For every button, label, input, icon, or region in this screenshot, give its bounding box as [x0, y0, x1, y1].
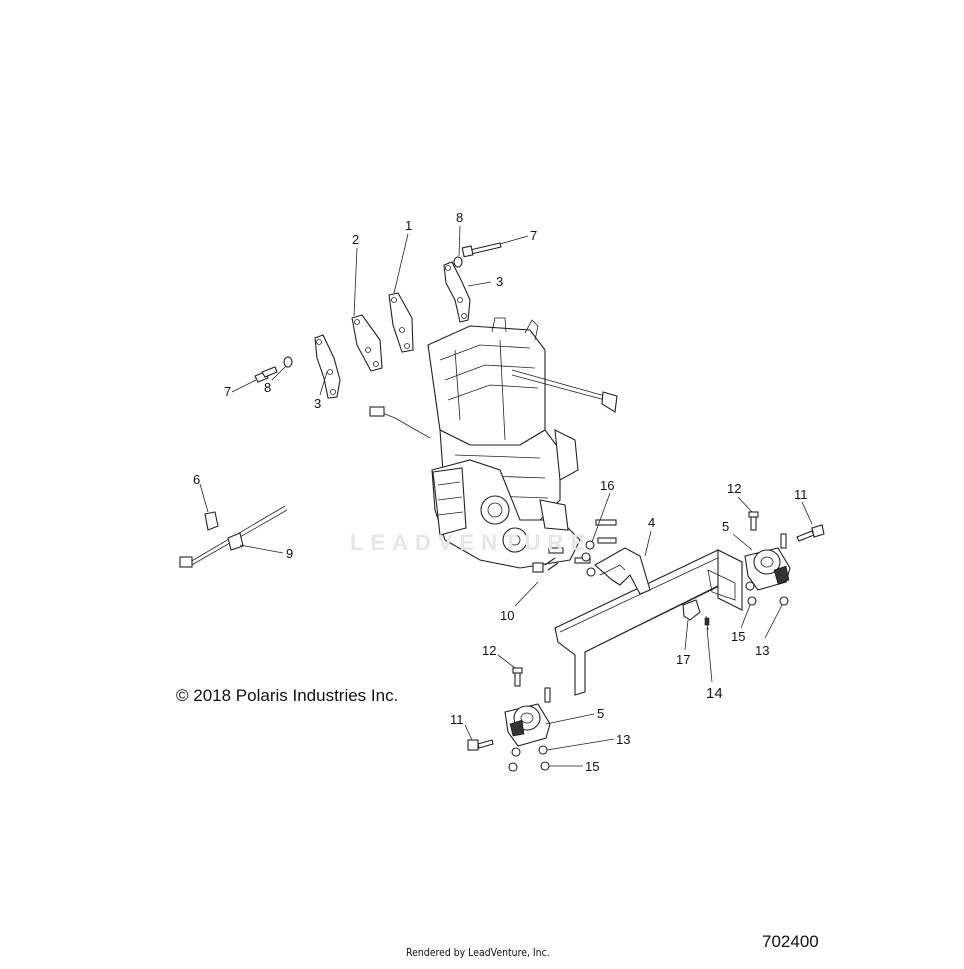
- bolt-12-right: [748, 511, 787, 549]
- mount-plate-2: [351, 314, 383, 372]
- bolt-7-upper: [461, 242, 502, 258]
- nut-13-lower-b: [538, 745, 548, 755]
- callout-labels: 1 2 3 3 4 5 5 6 7 7 8 8 9 10 11 11 12 12…: [193, 210, 808, 774]
- callout-13-lower: 13: [616, 732, 630, 747]
- nut-13-right-b: [779, 596, 789, 606]
- crossmember-frame-14: [554, 549, 743, 696]
- callout-11-right: 11: [794, 487, 808, 502]
- washer-8-upper: [453, 256, 463, 268]
- callout-14: 14: [706, 685, 723, 702]
- callout-2: 2: [352, 232, 359, 247]
- mount-plate-3-lower: [314, 334, 341, 399]
- callout-8-upper: 8: [456, 210, 463, 225]
- callout-11-lower: 11: [450, 712, 464, 727]
- diagram-reference-number: 702400: [762, 932, 819, 951]
- callout-17: 17: [676, 652, 690, 667]
- copyright-notice: © 2018 Polaris Industries Inc.: [176, 686, 399, 705]
- callout-1: 1: [405, 218, 412, 233]
- clip-17: [682, 599, 701, 621]
- bolt-7-lower: [254, 366, 278, 383]
- washer-15-lower: [540, 761, 550, 771]
- callout-7-upper: 7: [530, 228, 537, 243]
- callout-5-right: 5: [722, 519, 729, 534]
- rendered-by-credit: Rendered by LeadVenture, Inc.: [406, 946, 550, 959]
- washer-15-right: [747, 596, 757, 606]
- mount-bracket-4: [594, 547, 651, 595]
- engine-mount-5-right: [744, 547, 791, 591]
- nuts-16: [581, 519, 617, 577]
- callout-13-right: 13: [755, 643, 769, 658]
- connector-6: [204, 511, 219, 531]
- bolt-12-lower: [512, 667, 551, 703]
- callout-15-lower: 15: [585, 759, 599, 774]
- bolt-11-lower: [467, 739, 494, 751]
- nut-13-lower-a: [511, 747, 521, 757]
- callout-7-lower: 7: [224, 384, 231, 399]
- callout-3-lower: 3: [314, 396, 321, 411]
- washer-8-lower: [283, 356, 293, 368]
- callout-8-lower: 8: [264, 380, 271, 395]
- callout-4: 4: [648, 515, 655, 530]
- mount-plate-1: [388, 292, 414, 353]
- callout-6: 6: [193, 472, 200, 487]
- callout-3-upper: 3: [496, 274, 503, 289]
- callout-16: 16: [600, 478, 614, 493]
- callout-12-right: 12: [727, 481, 741, 496]
- callout-9: 9: [286, 546, 293, 561]
- watermark: LEADVENTURE: [350, 530, 593, 555]
- engine-mount-5-lower: [504, 703, 551, 747]
- callout-5-lower: 5: [597, 706, 604, 721]
- callout-12-lower: 12: [482, 643, 496, 658]
- bolt-11-right: [796, 524, 825, 542]
- leader-lines: [199, 225, 813, 767]
- nut-13-right-a: [745, 581, 755, 591]
- engine-assembly: [369, 317, 618, 569]
- mount-plate-3-upper: [443, 261, 471, 323]
- callout-10: 10: [500, 608, 514, 623]
- callout-15-right: 15: [731, 629, 745, 644]
